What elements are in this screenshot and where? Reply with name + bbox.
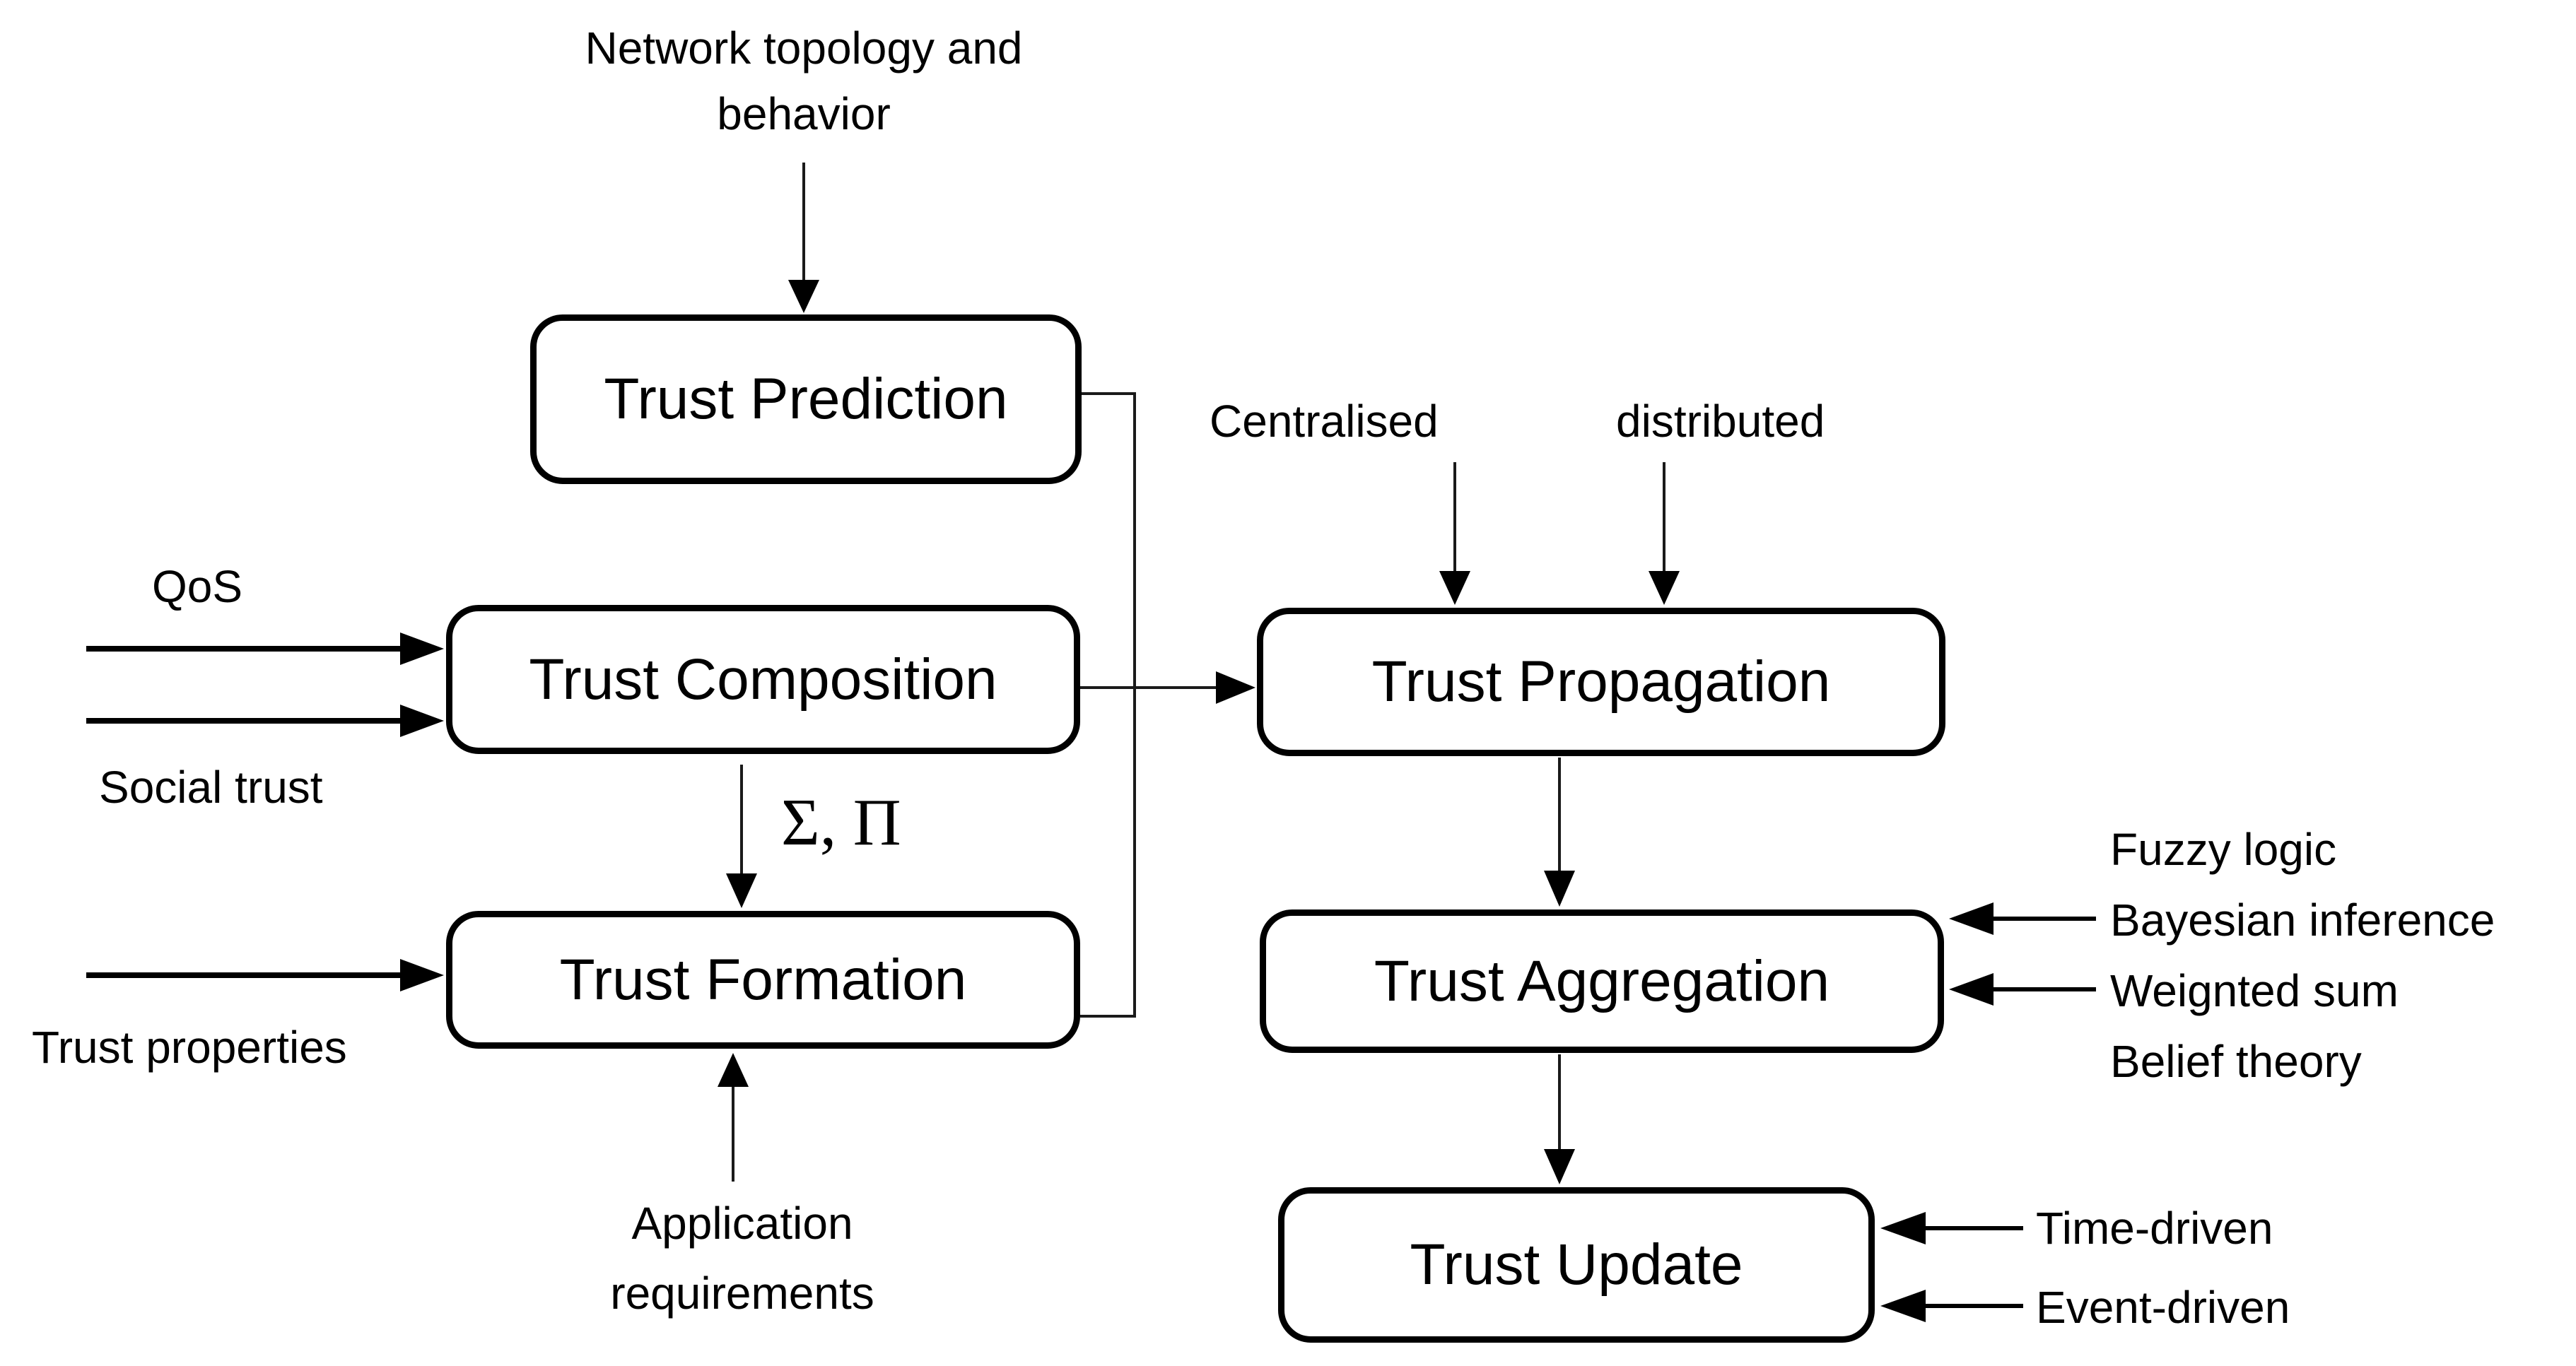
arrow-distributed-to-propagation xyxy=(1649,462,1680,605)
aggregation-method-weignted-sum: Weignted sum xyxy=(2110,965,2399,1016)
trust-propagation-box: Trust Propagation xyxy=(1257,608,1945,756)
trust-composition-box: Trust Composition xyxy=(446,605,1080,754)
aggregation-methods-list: Fuzzy logic Bayesian inference Weignted … xyxy=(2110,814,2495,1097)
aggregation-method-bayesian-inference: Bayesian inference xyxy=(2110,895,2495,946)
update-method-event-driven: Event-driven xyxy=(2036,1282,2290,1333)
arrow-centralised-to-propagation xyxy=(1439,462,1470,605)
arrow-methods-to-aggregation-lower xyxy=(1949,973,2096,1006)
centralised-label: Centralised xyxy=(1210,396,1439,447)
arrow-application-to-formation xyxy=(718,1053,749,1182)
arrow-aggregation-to-update xyxy=(1544,1054,1575,1184)
trust-formation-box: Trust Formation xyxy=(446,911,1080,1049)
trust-prediction-label: Trust Prediction xyxy=(604,367,1008,431)
arrow-qos-to-composition xyxy=(86,632,444,665)
trust-composition-label: Trust Composition xyxy=(529,647,997,712)
network-topology-label: Network topology and behavior xyxy=(585,23,1023,139)
trust-update-label: Trust Update xyxy=(1410,1232,1743,1297)
trust-properties-label: Trust properties xyxy=(32,1022,347,1073)
aggregation-method-fuzzy-logic: Fuzzy logic xyxy=(2110,824,2337,875)
trust-aggregation-box: Trust Aggregation xyxy=(1260,909,1944,1053)
arrow-methods-to-aggregation-upper xyxy=(1949,902,2096,935)
application-requirements-label: Application requirements xyxy=(610,1198,874,1319)
arrow-event-driven-to-update xyxy=(1880,1290,2023,1322)
trust-formation-label: Trust Formation xyxy=(559,947,967,1012)
sigma-pi-label: Σ, Π xyxy=(781,786,901,859)
arrow-trust-properties-to-formation xyxy=(86,959,444,991)
trust-prediction-box: Trust Prediction xyxy=(530,314,1082,484)
arrow-composition-to-formation xyxy=(726,765,757,908)
trust-update-box: Trust Update xyxy=(1278,1187,1875,1343)
update-methods-list: Time-driven Event-driven xyxy=(2036,1189,2290,1347)
social-trust-label: Social trust xyxy=(99,762,323,813)
trust-propagation-label: Trust Propagation xyxy=(1371,649,1831,714)
update-method-time-driven: Time-driven xyxy=(2036,1203,2273,1254)
arrow-composition-to-propagation xyxy=(1080,671,1255,704)
arrow-time-driven-to-update xyxy=(1880,1212,2023,1244)
aggregation-method-belief-theory: Belief theory xyxy=(2110,1036,2362,1087)
arrow-propagation-to-aggregation xyxy=(1544,758,1575,907)
arrow-network-to-prediction xyxy=(788,163,819,313)
trust-aggregation-label: Trust Aggregation xyxy=(1374,948,1830,1013)
arrow-social-trust-to-composition xyxy=(86,705,444,737)
distributed-label: distributed xyxy=(1616,396,1825,447)
connector-prediction-to-formation xyxy=(1080,392,1136,1018)
qos-label: QoS xyxy=(152,561,243,612)
